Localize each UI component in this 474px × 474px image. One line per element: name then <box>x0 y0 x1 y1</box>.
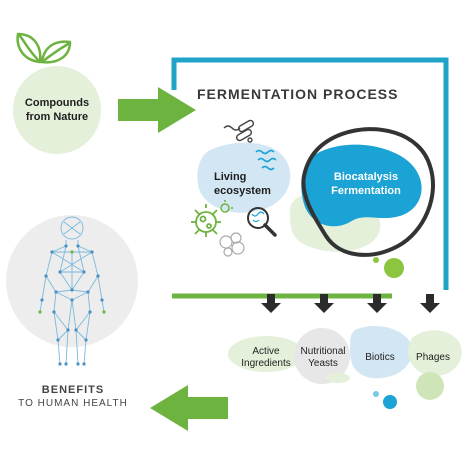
virus-icon <box>191 204 221 237</box>
output-dot-greenish <box>326 373 350 383</box>
human-body-nodes-accent <box>38 250 106 314</box>
living-ecosystem-label: Living ecosystem <box>214 170 284 198</box>
output-biotics-line1: Biotics <box>365 352 395 363</box>
benefits-line2: TO HUMAN HEALTH <box>18 398 128 409</box>
output-dot-green <box>416 372 444 400</box>
spiral-bacteria-icon <box>255 149 277 171</box>
benefits-label: BENEFITS TO HUMAN HEALTH <box>8 383 138 411</box>
green-dot-small <box>373 257 379 263</box>
biocatalysis-label: Biocatalysis Fermentation <box>318 170 414 198</box>
left-arrow-icon <box>150 385 228 431</box>
green-dot-large <box>384 258 404 278</box>
living-line2: ecosystem <box>214 185 271 197</box>
output-blob-biotics <box>350 326 413 379</box>
living-line1: Living <box>214 171 247 183</box>
magnifier-icon <box>247 207 277 237</box>
down-arrow-icon <box>261 294 440 313</box>
benefits-line1: BENEFITS <box>41 384 105 396</box>
output-blob-phages <box>408 330 462 377</box>
compounds-line2: from Nature <box>25 111 89 123</box>
leaf-icon <box>16 32 72 64</box>
human-body-nodes <box>40 244 104 366</box>
output-dot-blue <box>383 395 397 409</box>
output-active-line2: Ingredients <box>241 358 291 369</box>
output-blob-active <box>228 336 304 372</box>
cells-icon <box>219 232 245 257</box>
biocatalysis-outline <box>301 127 435 257</box>
output-active-line1: Active <box>252 346 280 357</box>
biocatalysis-line2: Fermentation <box>331 185 401 197</box>
output-nutritional-line1: Nutritional <box>300 346 346 357</box>
output-blob-nutritional <box>294 328 350 384</box>
output-dot-lightblue <box>373 391 379 397</box>
magnifier-content-icon <box>251 211 265 223</box>
process-title: FERMENTATION PROCESS <box>197 86 399 102</box>
compounds-line1: Compounds <box>24 97 90 109</box>
output-label-biotics: Biotics <box>356 352 404 364</box>
living-ecosystem-blob <box>197 142 291 213</box>
right-arrow-icon <box>118 87 196 133</box>
output-phages-line1: Phages <box>416 352 450 363</box>
output-label-active: Active Ingredients <box>234 346 298 370</box>
biocatalysis-blue-blob <box>301 144 422 227</box>
process-frame <box>171 57 449 299</box>
output-label-nutritional: Nutritional Yeasts <box>294 346 352 370</box>
output-nutritional-line2: Yeasts <box>308 358 338 369</box>
virus-small-icon <box>220 200 233 213</box>
output-label-phages: Phages <box>410 352 456 364</box>
microbe-icon <box>223 119 255 143</box>
compounds-label: Compounds from Nature <box>17 96 97 124</box>
compounds-circle <box>13 66 101 154</box>
biocatalysis-line1: Biocatalysis <box>333 171 399 183</box>
